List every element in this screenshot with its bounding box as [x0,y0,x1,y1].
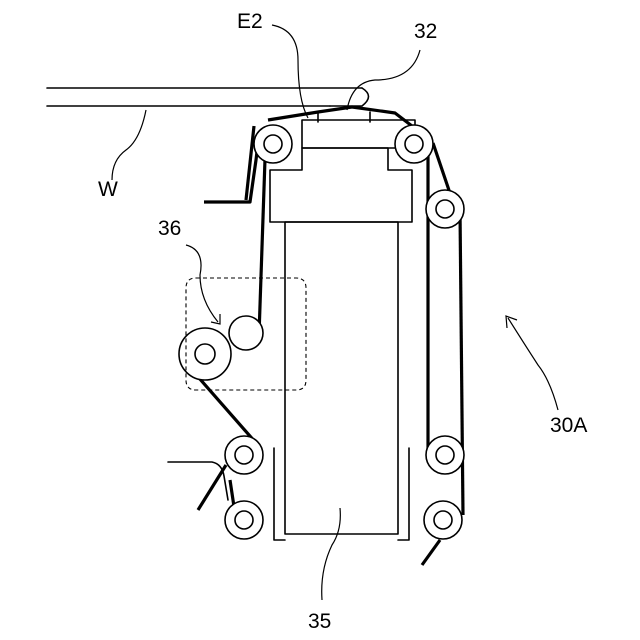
label-32: 32 [414,20,437,43]
label-30a: 30A [550,414,587,437]
leader-30a [508,318,558,410]
roller-left-bottom [225,501,263,539]
labels: E2 32 W 36 30A 35 [98,10,587,633]
leader-36 [186,245,218,322]
roller-right-lower [426,436,464,474]
roller-top-right [395,125,433,163]
roller-top-left [254,125,292,163]
leader-35 [322,508,341,600]
label-35: 35 [308,610,331,633]
roller-right-bottom [424,501,462,539]
label-e2: E2 [237,10,263,33]
frame-35 [274,222,409,540]
roller-right-upper [426,190,464,228]
head-32 [270,112,415,222]
roller-nip-small [229,316,263,350]
arrowhead-30a [506,316,517,328]
leader-lines [112,25,558,600]
leader-32 [347,50,420,110]
rollers [179,125,464,539]
sheet-w [47,88,369,106]
leader-e2 [272,25,308,118]
input-guide-line [168,462,228,500]
roller-left-lower [225,436,263,474]
roller-nip-large [179,328,231,380]
label-36: 36 [158,217,181,240]
label-w: W [98,178,118,201]
leader-w [112,110,146,180]
